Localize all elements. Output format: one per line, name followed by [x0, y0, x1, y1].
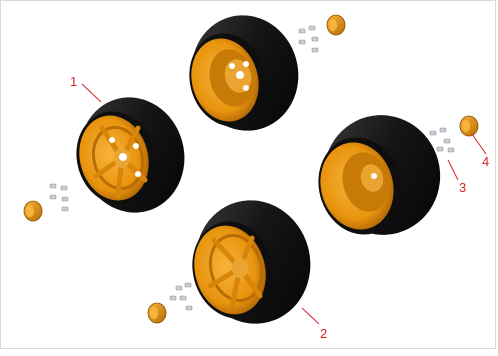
screws-right [429, 127, 455, 153]
wheel-2 [192, 200, 311, 324]
hub-nut-4 [459, 115, 479, 137]
wheel-3 [318, 115, 441, 235]
callout-4-label: 4 [482, 154, 489, 169]
callout-1-leader [81, 83, 102, 103]
callout-3-label: 3 [459, 180, 466, 195]
hub-nut-left [23, 200, 43, 222]
screws-bottom [169, 282, 193, 311]
callout-4-leader [471, 133, 487, 155]
screws-top [298, 25, 319, 53]
wheel-top [189, 15, 299, 131]
callout-1-label: 1 [70, 74, 77, 89]
hub-nut-top [326, 14, 346, 36]
hub-nut-bottom [147, 302, 167, 324]
callout-2-label: 2 [320, 326, 327, 341]
wheel-1 [76, 97, 185, 213]
callout-2-leader [301, 307, 320, 325]
screws-left [49, 183, 69, 212]
callout-3-leader [447, 159, 459, 181]
